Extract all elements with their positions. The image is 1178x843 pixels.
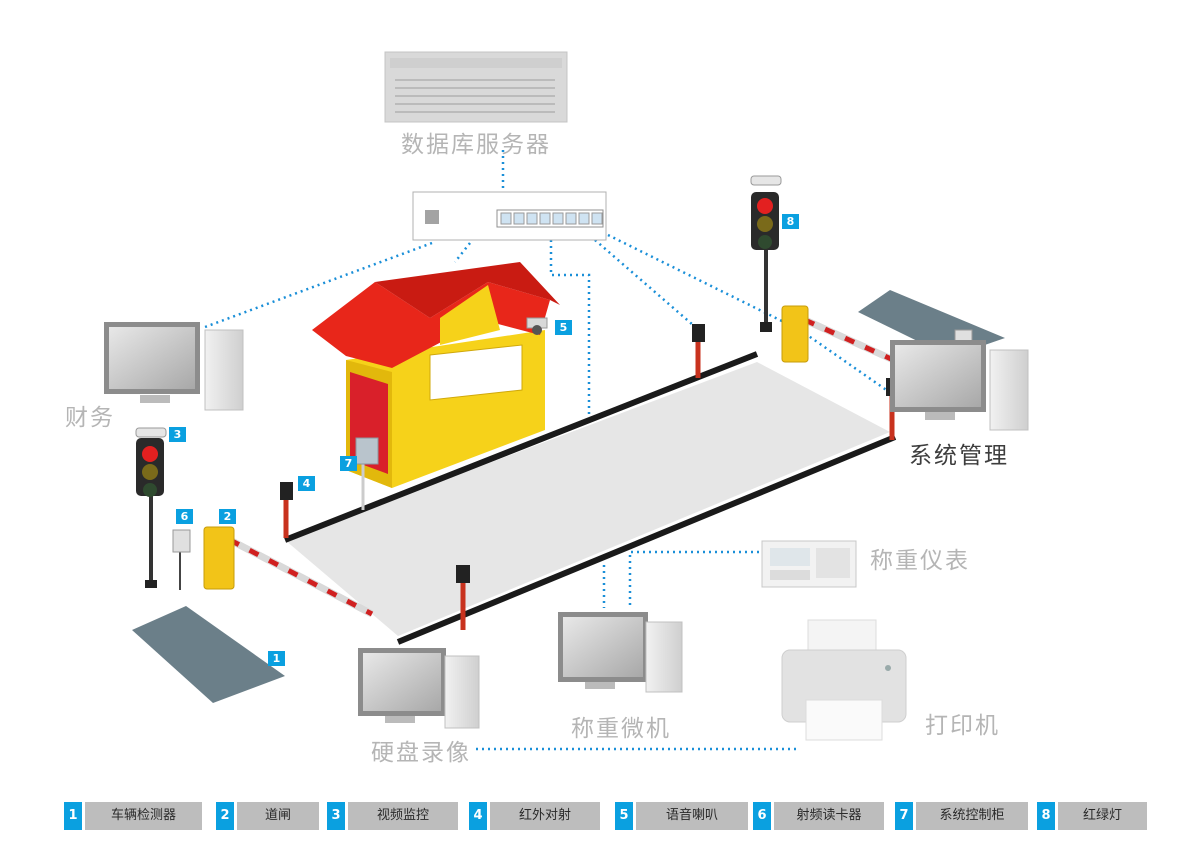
vehicle-detector-pad-front: [132, 606, 285, 703]
weighing-computer-icon: [558, 612, 682, 692]
printer-label: 打印机: [925, 706, 1000, 740]
callout-1: 1: [268, 651, 285, 666]
legend-label: 射频读卡器: [774, 802, 884, 830]
callout-6: 6: [176, 509, 193, 524]
traffic-light-back-icon: [751, 176, 781, 332]
printer-icon: [782, 620, 906, 740]
legend-number: 1: [64, 802, 82, 830]
system-management-computer-icon: [890, 340, 1028, 430]
finance-label: 财务: [65, 398, 115, 432]
legend-number: 6: [753, 802, 771, 830]
legend-number: 8: [1037, 802, 1055, 830]
database-server-label: 数据库服务器: [401, 125, 551, 159]
legend-label: 语音喇叭: [636, 802, 748, 830]
callout-8: 8: [782, 214, 799, 229]
database-server-icon: [385, 52, 567, 122]
scale-indicator-label: 称重仪表: [870, 541, 970, 575]
legend-label: 车辆检测器: [85, 802, 202, 830]
legend-number: 3: [327, 802, 345, 830]
callout-3: 3: [169, 427, 186, 442]
traffic-light-front-icon: [136, 428, 166, 588]
legend-label: 视频监控: [348, 802, 458, 830]
legend-number: 5: [615, 802, 633, 830]
legend-label: 红外对射: [490, 802, 600, 830]
legend-number: 4: [469, 802, 487, 830]
callout-2: 2: [219, 509, 236, 524]
legend-number: 2: [216, 802, 234, 830]
scale-indicator-icon: [762, 541, 856, 587]
network-switch-icon: [413, 192, 606, 240]
legend-label: 红绿灯: [1058, 802, 1147, 830]
callout-5: 5: [555, 320, 572, 335]
callout-4: 4: [298, 476, 315, 491]
weighing-pc-label: 称重微机: [571, 709, 671, 743]
system-management-label: 系统管理: [909, 436, 1009, 470]
legend-label: 系统控制柜: [916, 802, 1028, 830]
finance-computer-icon: [104, 322, 243, 410]
disk-recorder-label: 硬盘录像: [371, 733, 471, 767]
callout-7: 7: [340, 456, 357, 471]
legend-number: 7: [895, 802, 913, 830]
disk-recorder-computer-icon: [358, 648, 479, 728]
rf-reader-front-icon: [173, 530, 190, 590]
legend-label: 道闸: [237, 802, 319, 830]
